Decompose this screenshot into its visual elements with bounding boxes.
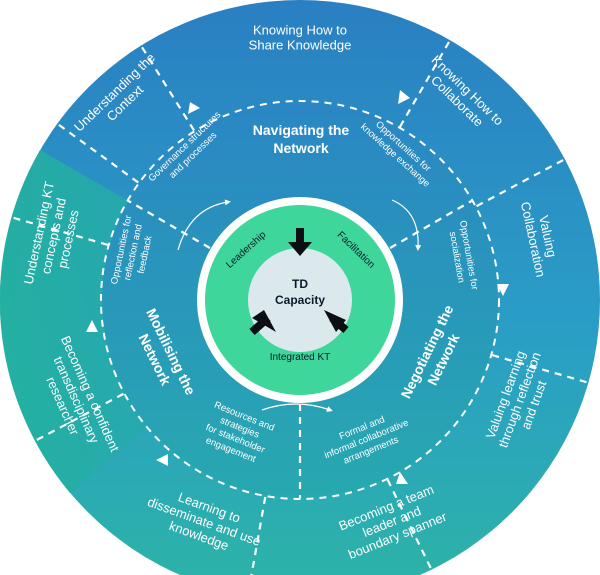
reflection-feedback-label: Opportunities forreflection andfeedback [109, 214, 158, 290]
curved-arrow-top-right [391, 199, 422, 251]
outer-divider [399, 39, 451, 128]
core-curved-arrows [177, 199, 422, 412]
outer-label-knowing-share-line: Share Knowledge [249, 38, 352, 53]
integrated-kt-label: Integrated KT [270, 352, 331, 363]
middle-ring-dashed-outline [100, 100, 500, 500]
outer-label-knowing-share-line: Knowing How to [253, 23, 347, 38]
core-arrows [249, 228, 349, 336]
arrow-right [497, 284, 509, 296]
navigating-network-title-line: Navigating the [253, 122, 350, 138]
core-arrow-right [324, 310, 349, 334]
outer-divider [34, 392, 124, 442]
arrow-bottom-right [396, 472, 408, 484]
td-capacity-title-line: TD [292, 277, 308, 291]
middle-divider [389, 200, 473, 249]
outer-divider [11, 216, 109, 246]
core-arrow-top [288, 228, 312, 256]
td-capacity-title-line: Capacity [275, 293, 325, 307]
core-arrow-left [249, 310, 276, 336]
navigating-network-title-line: Network [273, 140, 328, 156]
curved-arrow-bottom [261, 403, 333, 412]
arrow-left [86, 320, 98, 332]
outer-ring-dividers [11, 39, 589, 575]
outer-divider [476, 158, 566, 208]
outer-divider [386, 479, 433, 571]
arrow-bottom-left [156, 454, 168, 466]
outer-divider [56, 122, 139, 184]
outer-label-understanding-kt: Understanding KTconcepts andprocesses [21, 180, 87, 292]
cycle-arrows [86, 90, 509, 484]
middle-ring-dividers [127, 200, 473, 498]
td-capacity-title: TD Capacity [275, 277, 325, 307]
outer-divider [250, 496, 267, 575]
outer-divider [491, 354, 589, 384]
outer-divider [140, 45, 195, 131]
arrow-top-right [398, 90, 410, 104]
arrow-top-left [188, 102, 200, 114]
curved-arrow-top-left [177, 199, 231, 251]
middle-divider [127, 200, 211, 249]
core-center [248, 248, 352, 352]
